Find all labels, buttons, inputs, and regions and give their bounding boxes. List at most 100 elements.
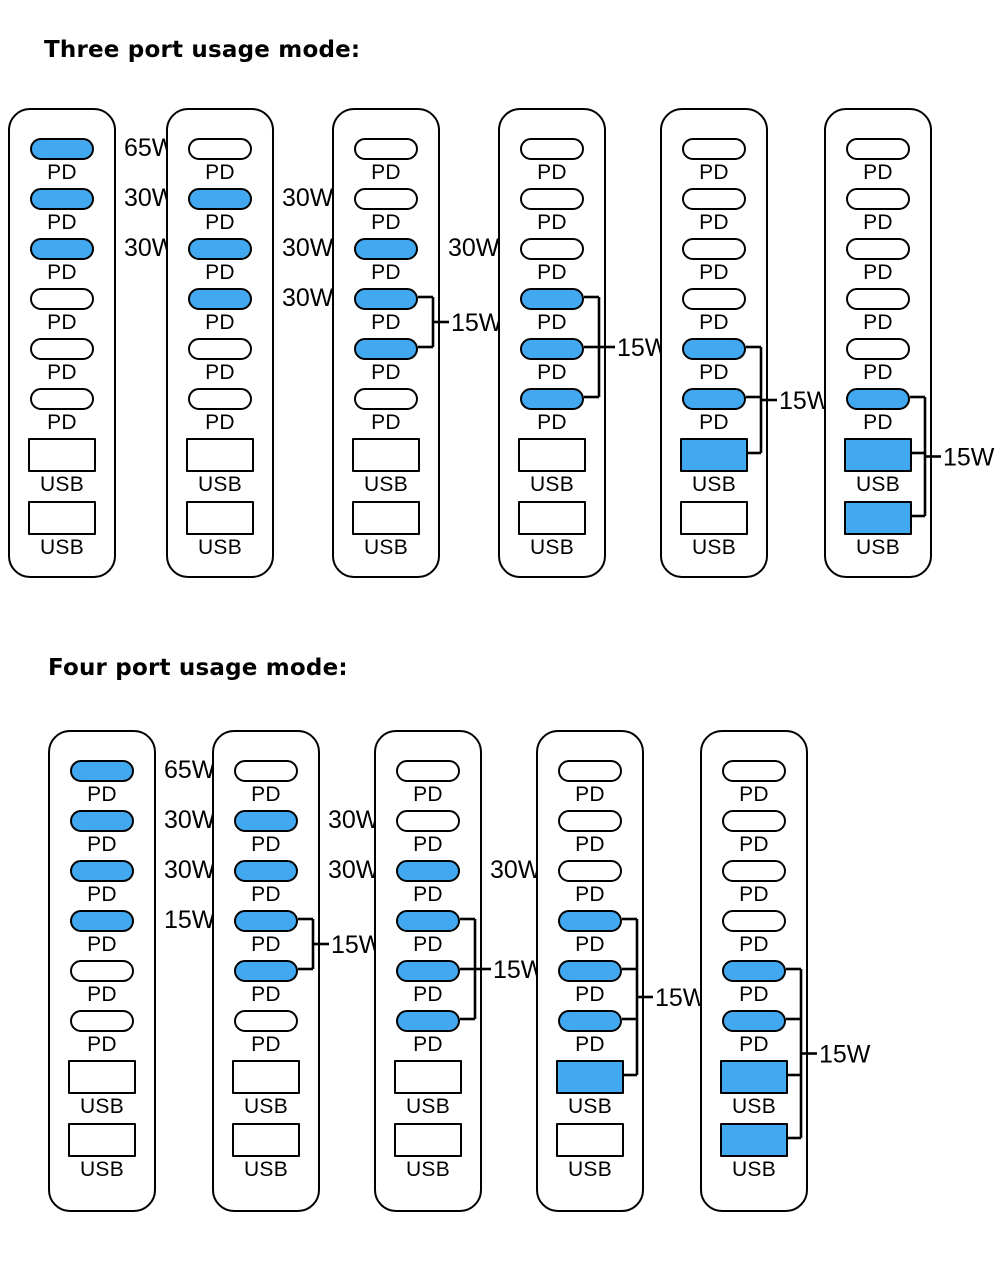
pd-port-label-6: PD [537, 411, 567, 434]
usb-port-8-inactive[interactable] [232, 1123, 300, 1157]
pd-port-3-inactive[interactable] [846, 238, 910, 260]
pd-port-4-active[interactable] [354, 288, 418, 310]
pd-port-4-active[interactable] [70, 910, 134, 932]
pd-port-4-active[interactable] [396, 910, 460, 932]
usb-port-7-inactive[interactable] [186, 438, 254, 472]
pd-port-label-6: PD [413, 1033, 443, 1056]
pd-port-6-inactive[interactable] [234, 1010, 298, 1032]
pd-port-3-inactive[interactable] [722, 860, 786, 882]
usb-port-7-inactive[interactable] [394, 1060, 462, 1094]
pd-port-1-inactive[interactable] [354, 138, 418, 160]
pd-port-5-active[interactable] [396, 960, 460, 982]
pd-port-5-active[interactable] [558, 960, 622, 982]
pd-port-4-inactive[interactable] [682, 288, 746, 310]
pd-port-2-active[interactable] [30, 188, 94, 210]
pd-port-6-active[interactable] [846, 388, 910, 410]
usb-port-8-inactive[interactable] [28, 501, 96, 535]
usb-port-8-active[interactable] [844, 501, 912, 535]
pd-port-6-active[interactable] [682, 388, 746, 410]
pd-port-1-inactive[interactable] [558, 760, 622, 782]
pd-port-4-active[interactable] [234, 910, 298, 932]
pd-port-2-active[interactable] [234, 810, 298, 832]
usb-port-label-7: USB [79, 1095, 125, 1118]
pd-port-4-inactive[interactable] [30, 288, 94, 310]
usb-port-7-active[interactable] [556, 1060, 624, 1094]
usb-port-7-inactive[interactable] [518, 438, 586, 472]
pd-port-5-active[interactable] [682, 338, 746, 360]
usb-port-8-inactive[interactable] [186, 501, 254, 535]
pd-port-label-3: PD [251, 883, 281, 906]
port-slot-1: PD [214, 760, 318, 810]
port-slot-5: PD [500, 338, 604, 388]
pd-port-1-inactive[interactable] [722, 760, 786, 782]
pd-port-6-inactive[interactable] [188, 388, 252, 410]
pd-port-2-inactive[interactable] [396, 810, 460, 832]
pd-port-4-active[interactable] [188, 288, 252, 310]
pd-port-5-inactive[interactable] [70, 960, 134, 982]
pd-port-6-active[interactable] [558, 1010, 622, 1032]
pd-port-6-active[interactable] [396, 1010, 460, 1032]
pd-port-1-inactive[interactable] [520, 138, 584, 160]
usb-port-8-inactive[interactable] [556, 1123, 624, 1157]
pd-port-3-inactive[interactable] [558, 860, 622, 882]
pd-port-3-active[interactable] [396, 860, 460, 882]
pd-port-1-inactive[interactable] [396, 760, 460, 782]
pd-port-2-inactive[interactable] [722, 810, 786, 832]
pd-port-1-inactive[interactable] [682, 138, 746, 160]
usb-port-7-active[interactable] [720, 1060, 788, 1094]
pd-port-5-active[interactable] [520, 338, 584, 360]
pd-port-3-active[interactable] [30, 238, 94, 260]
usb-port-label-7: USB [197, 473, 243, 496]
pd-port-1-inactive[interactable] [188, 138, 252, 160]
usb-port-7-inactive[interactable] [232, 1060, 300, 1094]
pd-port-4-active[interactable] [520, 288, 584, 310]
usb-port-8-inactive[interactable] [352, 501, 420, 535]
pd-port-6-inactive[interactable] [354, 388, 418, 410]
pd-port-3-active[interactable] [354, 238, 418, 260]
pd-port-6-active[interactable] [520, 388, 584, 410]
pd-port-5-inactive[interactable] [846, 338, 910, 360]
pd-port-1-inactive[interactable] [846, 138, 910, 160]
pd-port-5-inactive[interactable] [30, 338, 94, 360]
pd-port-2-inactive[interactable] [558, 810, 622, 832]
pd-port-2-active[interactable] [188, 188, 252, 210]
pd-port-4-active[interactable] [558, 910, 622, 932]
pd-port-3-inactive[interactable] [520, 238, 584, 260]
pd-port-label-2: PD [251, 833, 281, 856]
usb-port-7-inactive[interactable] [352, 438, 420, 472]
pd-port-6-inactive[interactable] [30, 388, 94, 410]
pd-port-4-inactive[interactable] [846, 288, 910, 310]
pd-port-label-6: PD [739, 1033, 769, 1056]
pd-port-2-active[interactable] [70, 810, 134, 832]
pd-port-6-inactive[interactable] [70, 1010, 134, 1032]
pd-port-3-active[interactable] [234, 860, 298, 882]
pd-port-1-active[interactable] [70, 760, 134, 782]
pd-port-5-inactive[interactable] [188, 338, 252, 360]
usb-port-7-inactive[interactable] [28, 438, 96, 472]
pd-port-3-active[interactable] [70, 860, 134, 882]
usb-port-8-inactive[interactable] [394, 1123, 462, 1157]
pd-port-6-active[interactable] [722, 1010, 786, 1032]
pd-port-label-1: PD [47, 161, 77, 184]
pd-port-1-inactive[interactable] [234, 760, 298, 782]
usb-port-7-active[interactable] [844, 438, 912, 472]
port-slot-2: PD [500, 188, 604, 238]
pd-port-3-inactive[interactable] [682, 238, 746, 260]
usb-port-7-active[interactable] [680, 438, 748, 472]
usb-port-8-active[interactable] [720, 1123, 788, 1157]
pd-port-5-active[interactable] [234, 960, 298, 982]
usb-port-8-inactive[interactable] [680, 501, 748, 535]
pd-port-5-active[interactable] [354, 338, 418, 360]
usb-port-8-inactive[interactable] [68, 1123, 136, 1157]
usb-port-8-inactive[interactable] [518, 501, 586, 535]
pd-port-5-active[interactable] [722, 960, 786, 982]
pd-port-2-inactive[interactable] [520, 188, 584, 210]
pd-port-2-inactive[interactable] [846, 188, 910, 210]
pd-port-3-active[interactable] [188, 238, 252, 260]
pd-port-4-inactive[interactable] [722, 910, 786, 932]
pd-port-2-inactive[interactable] [682, 188, 746, 210]
pd-port-1-active[interactable] [30, 138, 94, 160]
usb-port-7-inactive[interactable] [68, 1060, 136, 1094]
pd-port-label-2: PD [863, 211, 893, 234]
pd-port-2-inactive[interactable] [354, 188, 418, 210]
